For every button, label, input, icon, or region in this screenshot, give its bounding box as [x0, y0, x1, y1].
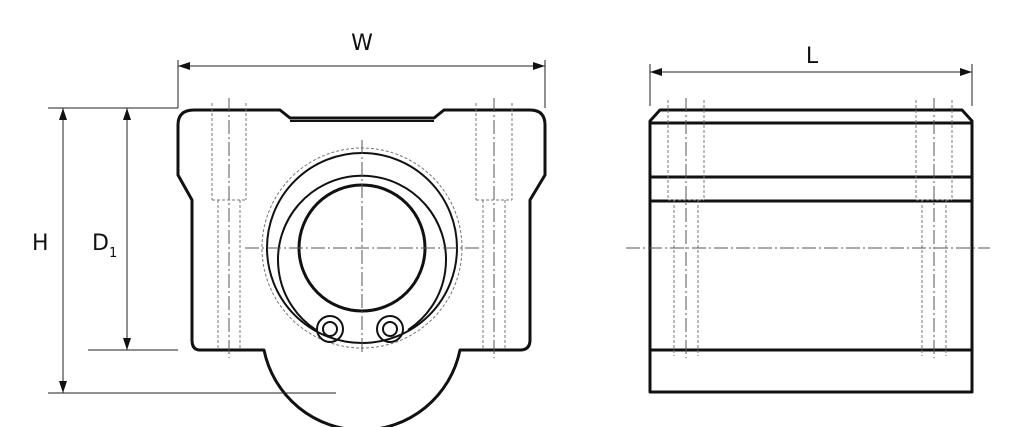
bore-height-label: D1	[92, 231, 117, 261]
height-dimension: H	[32, 107, 336, 394]
width-dimension: W	[177, 31, 546, 108]
front-housing-outline	[176, 108, 547, 427]
side-right-hole	[915, 98, 953, 358]
height-label: H	[32, 231, 49, 256]
side-view	[626, 98, 990, 394]
side-left-hole	[667, 98, 705, 358]
front-view	[176, 98, 547, 427]
seal-screw-right	[376, 315, 404, 343]
width-label: W	[351, 31, 373, 56]
seal-screw-left	[316, 315, 344, 343]
side-outline	[648, 108, 974, 394]
bore-height-dimension: D1	[88, 108, 178, 351]
right-mounting-hole	[475, 98, 513, 358]
length-dimension: L	[649, 44, 973, 106]
length-label: L	[806, 44, 819, 69]
left-mounting-hole	[211, 98, 247, 358]
